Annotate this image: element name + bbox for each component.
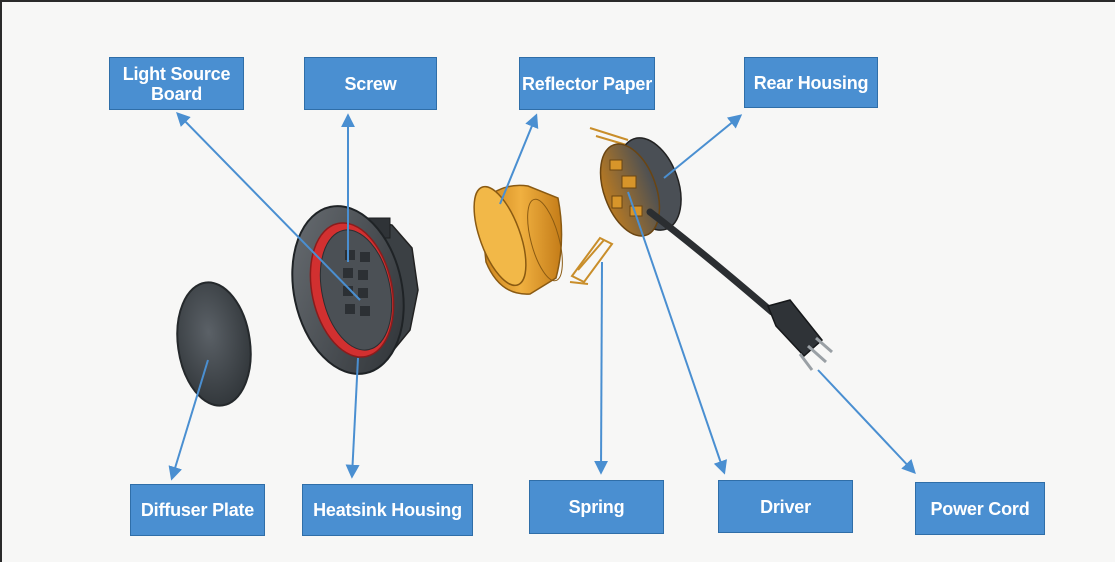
arrow-driver xyxy=(627,191,727,475)
arrow-heatsink-housing xyxy=(345,357,360,479)
label-power-cord-text: Power Cord xyxy=(930,498,1030,519)
label-driver: Driver xyxy=(718,480,853,533)
power-cord-part xyxy=(646,208,833,371)
rear-housing-part xyxy=(589,127,682,237)
callout-arrows xyxy=(168,111,916,481)
label-driver-text: Driver xyxy=(760,496,811,517)
label-rear-housing: Rear Housing xyxy=(744,57,878,108)
label-heatsink-housing-text: Heatsink Housing xyxy=(313,500,462,520)
label-heatsink-housing: Heatsink Housing xyxy=(302,484,473,536)
label-light-source-board-line2: Board xyxy=(150,83,202,104)
diffuser-plate-part xyxy=(176,281,252,407)
label-spring: Spring xyxy=(529,480,664,534)
left-border xyxy=(0,0,2,562)
label-diffuser-plate-text: Diffuser Plate xyxy=(140,500,255,520)
arrow-power-cord xyxy=(817,369,916,475)
label-spring-text: Spring xyxy=(568,497,625,517)
label-screw: Screw xyxy=(304,57,437,110)
label-screw-text: Screw xyxy=(344,73,397,94)
spring-part xyxy=(569,236,614,285)
arrow-spring xyxy=(594,261,609,475)
heatsink-housing-part xyxy=(291,205,419,375)
arrow-diffuser-plate xyxy=(168,359,209,481)
label-light-source-board-line1: Light Source xyxy=(122,63,231,84)
label-light-source-board: Light Source Board xyxy=(109,57,244,110)
arrow-light-source-board xyxy=(176,111,361,301)
reflector-paper-part xyxy=(473,184,563,295)
label-reflector-paper-text: Reflector Paper xyxy=(521,73,653,94)
label-power-cord: Power Cord xyxy=(915,482,1045,535)
arrow-reflector-paper xyxy=(499,113,539,205)
label-rear-housing-text: Rear Housing xyxy=(753,72,869,93)
top-border xyxy=(0,0,1115,2)
label-diffuser-plate: Diffuser Plate xyxy=(130,484,265,536)
label-reflector-paper: Reflector Paper xyxy=(519,57,655,110)
arrow-rear-housing xyxy=(663,114,743,179)
